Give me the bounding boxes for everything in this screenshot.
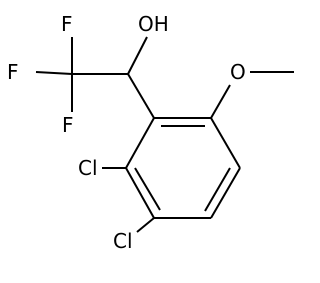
bond-carbinol-oh: [127, 36, 148, 75]
bond-ring-cl-lower: [136, 217, 155, 233]
ring-double-bond-inner-c3-c4: [204, 167, 231, 212]
ring-bond-c6-c1: [125, 117, 155, 169]
atom-label-f-upper: F: [61, 12, 73, 36]
ring-double-bond-inner-c5-c6: [134, 167, 161, 211]
ring-bond-c5-c6: [125, 167, 155, 219]
ring-bond-c3-c4: [210, 167, 241, 219]
atom-label-chlorine-lower: Cl: [113, 229, 133, 253]
atom-label-chlorine-upper: Cl: [78, 156, 98, 180]
atom-label-f-lower: F: [62, 113, 74, 137]
bond-ring-o-methoxy: [210, 84, 231, 119]
bond-c-f-left: [35, 71, 73, 75]
bond-carbinol-ring: [127, 73, 155, 119]
atom-label-hydroxyl: OH: [138, 12, 169, 36]
ring-bond-c2-c3: [210, 117, 241, 169]
atom-label-methoxy-oxygen: O: [230, 60, 246, 84]
atom-label-f-left: F: [7, 60, 19, 84]
chemical-structure-diagram: F F F OH O Cl Cl: [7, 12, 294, 253]
